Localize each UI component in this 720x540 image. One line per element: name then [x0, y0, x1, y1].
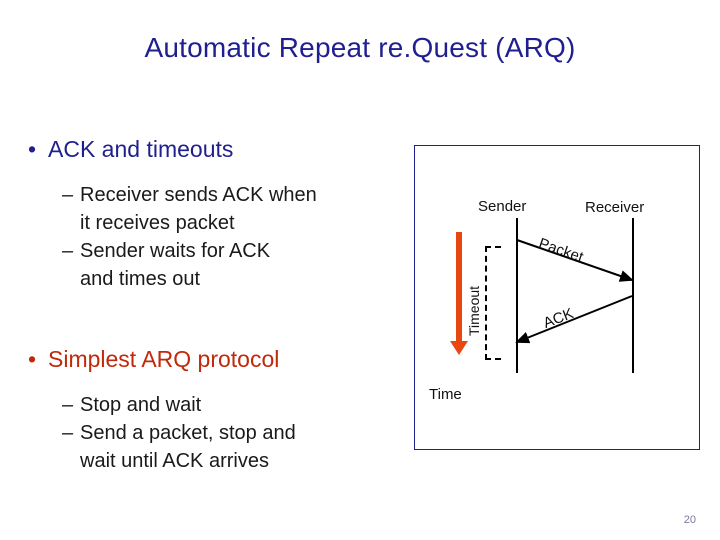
bullet-text: ACK and timeouts [48, 136, 234, 162]
bullet-marker: • [28, 136, 37, 162]
time-label: Time [429, 386, 462, 403]
sub-marker: – [62, 422, 74, 444]
timeout-bracket [485, 246, 501, 360]
sub-marker: – [62, 184, 74, 206]
sub-item-sender-waits: –Sender waits for ACK and times out [62, 237, 270, 293]
sub-line-1: Stop and wait [80, 394, 202, 416]
sub-line-2: it receives packet [80, 212, 235, 234]
bullet-ack-and-timeouts: • ACK and timeouts [28, 136, 233, 163]
bullet-text: Simplest ARQ protocol [48, 346, 280, 372]
sequence-diagram: Sender Receiver Timeout Packet ACK Time [414, 145, 700, 450]
message-arrows [515, 239, 634, 344]
bullet-simplest-arq-protocol: • Simplest ARQ protocol [28, 346, 279, 373]
timeout-arrow-icon [450, 232, 468, 355]
sub-marker: – [62, 240, 74, 262]
receiver-lifeline [632, 218, 634, 373]
sub-line-1: Send a packet, stop and [80, 422, 296, 444]
sub-item-stop-and-wait: –Stop and wait [62, 391, 201, 419]
page-title: Automatic Repeat re.Quest (ARQ) [144, 32, 576, 63]
page-number: 20 [683, 514, 696, 526]
sub-line-1: Sender waits for ACK [80, 240, 271, 262]
sender-label: Sender [478, 198, 527, 215]
sub-line-2: and times out [80, 268, 201, 290]
sender-lifeline [516, 218, 518, 373]
sub-line-1: Receiver sends ACK when [80, 184, 317, 206]
sub-item-send-a-packet: –Send a packet, stop and wait until ACK … [62, 419, 296, 475]
receiver-label: Receiver [585, 199, 645, 216]
sub-line-2: wait until ACK arrives [80, 450, 269, 472]
sub-marker: – [62, 394, 74, 416]
bullet-marker: • [28, 346, 37, 372]
sub-item-receiver-sends-ack: –Receiver sends ACK when it receives pac… [62, 181, 317, 237]
